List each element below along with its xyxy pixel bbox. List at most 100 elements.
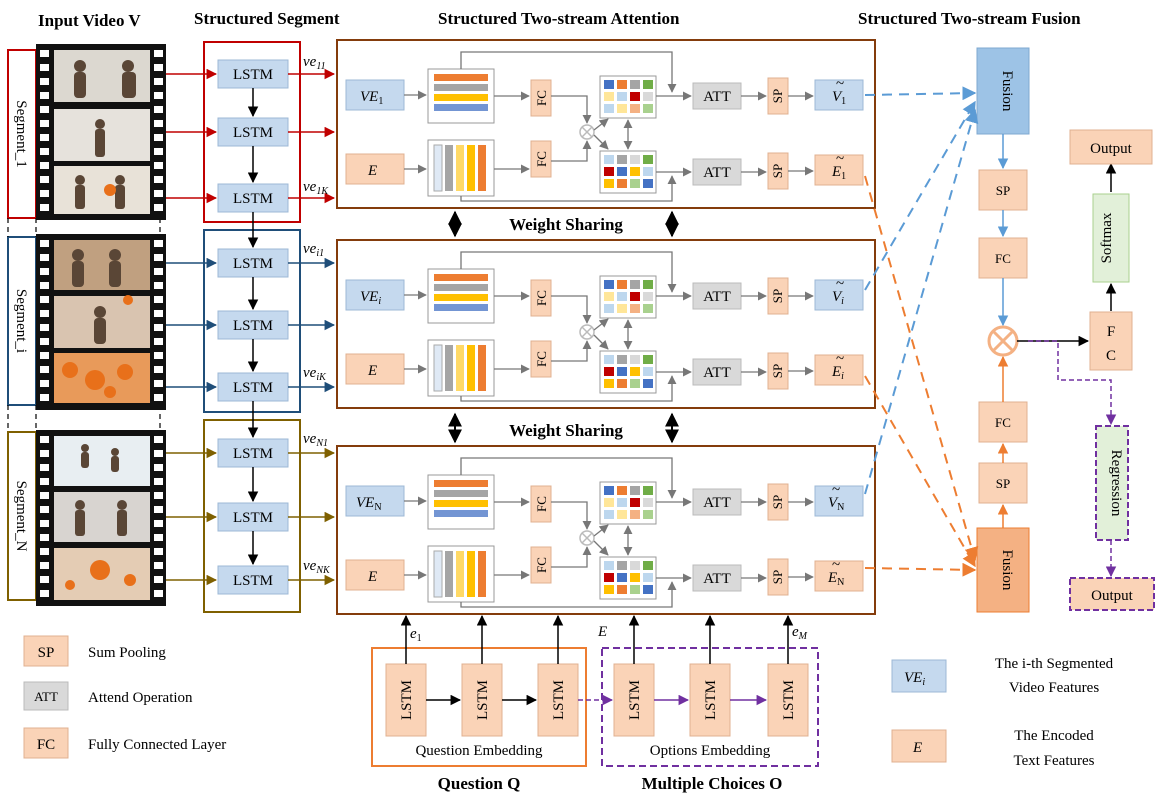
- ve-input-label: VEi: [360, 289, 381, 307]
- fc-box-bottom: [978, 401, 1028, 443]
- segment-i-label: Segment_i: [13, 289, 29, 353]
- video-frame: [54, 166, 150, 214]
- att-label: ATT: [703, 89, 731, 105]
- input-video-title: Input Video V: [38, 11, 141, 30]
- output-label-bottom: Output: [1091, 588, 1134, 604]
- video-frame: [54, 492, 150, 542]
- weight-sharing-arrows: [448, 210, 679, 444]
- segment-n-label: Segment_N: [13, 481, 29, 552]
- tilde-mark: ~: [836, 351, 844, 367]
- lstm-label: LSTM: [233, 380, 273, 396]
- legend-att-text: Attend Operation: [88, 690, 193, 706]
- question-title: Question Q: [438, 774, 521, 793]
- sp-label: SP: [770, 89, 785, 103]
- lstm-label: LSTM: [703, 680, 719, 720]
- lstm-label: LSTM: [233, 318, 273, 334]
- attention-to-fusion-connectors: [864, 86, 979, 577]
- fc-label: FC: [534, 90, 549, 106]
- e-input-label: E: [367, 363, 377, 379]
- legend-e-line1: The Encoded: [1014, 728, 1094, 744]
- film-strip: [36, 44, 166, 606]
- question-embedding-label: Question Embedding: [415, 743, 543, 759]
- video-frame: [54, 240, 150, 290]
- lstm-label: LSTM: [233, 125, 273, 141]
- question-embedding-box: [371, 647, 587, 767]
- tilde-mark: ~: [832, 482, 840, 498]
- lstm-label: LSTM: [233, 191, 273, 207]
- fc-label-right: F: [1107, 324, 1115, 340]
- sp-label: SP: [770, 570, 785, 584]
- e-input-label: E: [367, 569, 377, 585]
- lstm-label: LSTM: [233, 510, 273, 526]
- att-label: ATT: [703, 289, 731, 305]
- tilde-mark: ~: [832, 557, 840, 573]
- weight-sharing-label-1: Weight Sharing: [509, 215, 623, 234]
- frame-to-lstm-arrows: [166, 68, 218, 586]
- e-input-label: E: [367, 163, 377, 179]
- legend-e-swatch: [891, 729, 947, 763]
- legend-fc-text: Fully Connected Layer: [88, 737, 226, 753]
- legend-fc-key: FC: [37, 737, 55, 753]
- multiply-icon: [987, 325, 1019, 357]
- ve-label: ve11: [303, 54, 326, 72]
- fc-label: FC: [534, 151, 549, 167]
- fc-label: FC: [534, 557, 549, 573]
- fc-label: FC: [995, 415, 1011, 430]
- choices-title: Multiple Choices O: [642, 774, 783, 793]
- attention-block: [337, 446, 875, 614]
- fusion-bottom-label: Fusion: [999, 550, 1015, 591]
- lstm-label: LSTM: [233, 446, 273, 462]
- legend-fc-swatch: [23, 727, 69, 759]
- fc-box-right: [1089, 311, 1133, 371]
- fc-label: FC: [534, 290, 549, 306]
- weight-sharing-label-2: Weight Sharing: [509, 421, 623, 440]
- att-label: ATT: [703, 365, 731, 381]
- options-embedding-label: Options Embedding: [650, 743, 771, 759]
- ve-label: veN1: [303, 431, 328, 449]
- legend-ve-swatch: [891, 659, 947, 693]
- segment-group-i: [203, 229, 301, 413]
- segment-i-frame: [7, 236, 37, 406]
- ve-label: ve1K: [303, 179, 329, 197]
- lstm-label: LSTM: [781, 680, 797, 720]
- tilde-mark: ~: [836, 276, 844, 292]
- lstm-label: LSTM: [475, 680, 491, 720]
- legend-att-swatch: [23, 681, 69, 711]
- attention-block: [337, 240, 875, 408]
- segment-n-frame: [7, 431, 37, 601]
- legend-e-key: E: [912, 740, 922, 756]
- sp-label: SP: [770, 289, 785, 303]
- attention-title: Structured Two-stream Attention: [438, 9, 680, 28]
- output-box-bottom: [1069, 577, 1155, 611]
- segment-1-label: Segment_1: [13, 100, 29, 168]
- e-output-label: E1: [831, 164, 846, 182]
- att-label: ATT: [703, 495, 731, 511]
- fusion-flow-arrows: [997, 134, 1117, 578]
- output-box-top: [1069, 129, 1153, 165]
- tilde-mark: ~: [836, 76, 844, 92]
- fusion-top: [976, 47, 1030, 135]
- ve-input-label: VE1: [360, 89, 383, 107]
- em-label: eM: [792, 624, 808, 642]
- video-frame: [54, 436, 150, 486]
- softmax-label: Softmax: [1099, 212, 1115, 263]
- regression-box: [1095, 425, 1129, 541]
- legend-ve-line1: The i-th Segmented: [995, 656, 1114, 672]
- fc-label-right-c: C: [1106, 348, 1116, 364]
- att-label: ATT: [703, 165, 731, 181]
- fc-box-top: [978, 237, 1028, 279]
- lstm-label: LSTM: [233, 256, 273, 272]
- v-output-label: Vi: [832, 289, 844, 307]
- attention-block: [336, 39, 876, 209]
- fusion-title: Structured Two-stream Fusion: [858, 9, 1081, 28]
- structured-segment-title: Structured Segment: [194, 9, 340, 28]
- lstm-label: LSTM: [551, 680, 567, 720]
- sp-label: SP: [770, 495, 785, 509]
- e-output-label: EN: [827, 570, 844, 588]
- ve-label: veNK: [303, 558, 331, 576]
- legend-e-line2: Text Features: [1013, 753, 1094, 769]
- sp-label: SP: [996, 476, 1010, 491]
- lstm-label: LSTM: [627, 680, 643, 720]
- ve-label: veiK: [303, 365, 327, 383]
